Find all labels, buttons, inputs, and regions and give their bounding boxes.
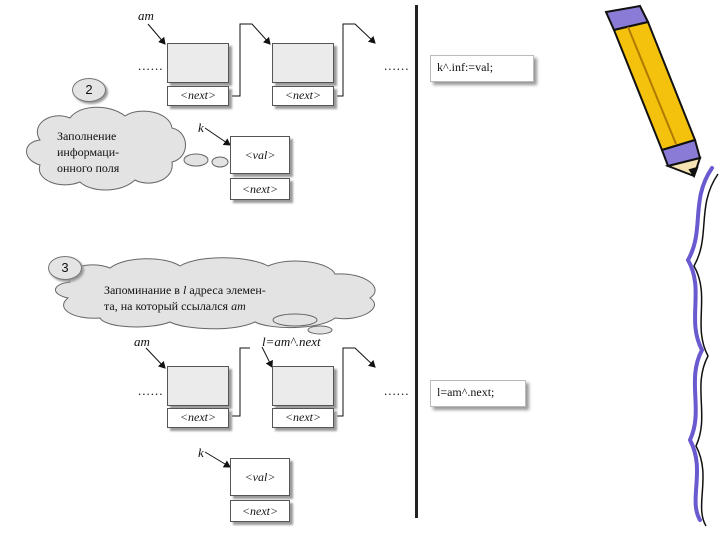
list-node-1-info [167,366,229,406]
list-node-1-info [167,43,229,83]
pointer-am-label: am [134,334,150,349]
list-node-2-info [272,43,334,83]
step-badge: 3 [48,256,82,280]
cloud-line: Заполнение [57,129,117,143]
arrow-node2-to-next-bottom [337,347,376,417]
dots-right: ...... [384,383,410,398]
pointer-k-label: k [198,445,204,460]
cloud-line: онного поля [57,161,120,175]
cloud-top [26,106,229,191]
arrow-am-top [147,23,166,45]
list-node-1-next: <next> [167,408,229,428]
arrow-node1-to-node2 [232,23,271,97]
arrow-node1-to-node2-bottom [232,347,250,417]
step-badge: 2 [72,78,106,102]
ribbon-decoration [685,166,714,522]
arrow-k-top [204,127,231,146]
dots-left: ...... [138,383,164,398]
cloud-text: Запоминание в l адреса элемен- та, на ко… [104,282,266,314]
cloud-bottom [55,257,376,335]
dots-left: ...... [138,58,164,73]
arrow-k-bottom [204,451,231,468]
arrow-l-bottom [261,346,273,368]
new-node-val: <val> [230,136,290,174]
pointer-l-label: l=am^.next [262,334,321,349]
cloud-line: Запоминание в l адреса элемен- [104,283,266,297]
new-node-next: <next> [230,500,290,522]
vertical-divider [415,5,418,518]
new-node-next: <next> [230,178,290,200]
list-node-2-info [272,366,334,406]
cloud-text: Заполнение информаци- онного поля [57,128,119,176]
list-node-2-next: <next> [272,408,334,428]
new-node-val: <val> [230,458,290,496]
dots-right: ...... [384,58,410,73]
pointer-k-label: k [198,120,204,135]
cloud-line: информаци- [57,145,120,159]
list-node-2-next: <next> [272,86,334,106]
code-statement: l=am^.next; [430,380,526,407]
pencil-illustration [604,4,702,179]
code-statement: k^.inf:=val; [430,55,534,82]
cloud-line: та, на который ссылался am [104,299,246,313]
arrow-am-bottom [145,347,166,369]
list-node-1-next: <next> [167,86,229,106]
arrow-node2-to-next [337,23,376,97]
pointer-am-label: am [138,8,154,23]
